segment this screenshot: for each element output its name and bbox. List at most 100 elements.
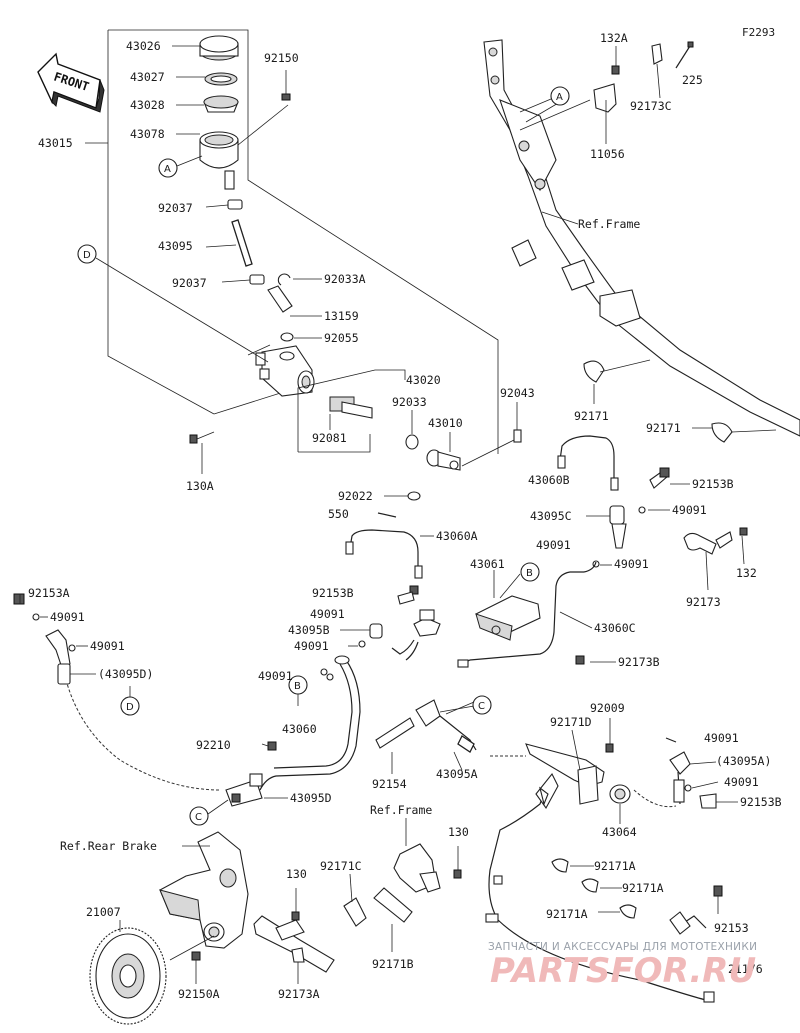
brake-pipe-43060A: [345, 529, 434, 579]
label-92153B-upper[interactable]: 92153B: [692, 477, 734, 491]
label-92171D[interactable]: 92171D: [550, 715, 592, 729]
brake-pipe-43060B: [557, 435, 619, 491]
label-43026[interactable]: 43026: [126, 39, 161, 53]
piston-kit-43020: [297, 369, 406, 453]
label-43095A-ref[interactable]: (43095A): [716, 754, 771, 768]
label-92173A[interactable]: 92173A: [278, 987, 320, 1001]
label-130A[interactable]: 130A: [186, 479, 214, 493]
label-49091-tl2[interactable]: 49091: [90, 639, 125, 653]
label-49091-r2[interactable]: 49091: [536, 538, 571, 552]
label-92009[interactable]: 92009: [590, 701, 625, 715]
label-43060B[interactable]: 43060B: [528, 473, 570, 487]
label-43095D-ref[interactable]: (43095D): [98, 667, 153, 681]
label-49091-r3[interactable]: 49091: [614, 557, 649, 571]
clamp-lower: [221, 274, 265, 285]
label-92153B-rear[interactable]: 92153B: [740, 795, 782, 809]
label-ref-frame-top[interactable]: Ref.Frame: [578, 217, 640, 231]
callout-d-top-label: D: [83, 250, 91, 261]
connector-13159: [267, 285, 322, 317]
label-49091-mid2[interactable]: 49091: [294, 639, 329, 653]
label-132A[interactable]: 132A: [600, 31, 628, 45]
label-92153[interactable]: 92153: [714, 921, 749, 935]
label-43095C[interactable]: 43095C: [530, 509, 572, 523]
label-49091-rr1[interactable]: 49091: [704, 731, 739, 745]
push-rod-43010: [426, 432, 461, 471]
label-43095A[interactable]: 43095A: [436, 767, 478, 781]
label-43095[interactable]: 43095: [158, 239, 193, 253]
label-550[interactable]: 550: [328, 507, 349, 521]
label-43095D[interactable]: 43095D: [290, 791, 332, 805]
label-92173[interactable]: 92173: [686, 595, 721, 609]
label-92154[interactable]: 92154: [372, 777, 407, 791]
bolt-130-rear: [291, 888, 300, 921]
label-92171C[interactable]: 92171C: [320, 859, 362, 873]
diaphragm-plate-part: [176, 72, 238, 86]
label-130-lower[interactable]: 130: [448, 825, 469, 839]
label-49091-left[interactable]: 49091: [258, 669, 293, 683]
label-43064[interactable]: 43064: [602, 825, 637, 839]
label-92055[interactable]: 92055: [324, 331, 359, 345]
label-92022[interactable]: 92022: [338, 489, 373, 503]
washers-49091-left: [320, 668, 334, 681]
label-43060C[interactable]: 43060C: [594, 621, 636, 635]
label-92150A[interactable]: 92150A: [178, 987, 220, 1001]
label-225[interactable]: 225: [682, 73, 703, 87]
clamp-upper: [205, 199, 243, 210]
label-43010[interactable]: 43010: [428, 416, 463, 430]
label-92153B-mid[interactable]: 92153B: [312, 586, 354, 600]
label-43060[interactable]: 43060: [282, 722, 317, 736]
label-92033[interactable]: 92033: [392, 395, 427, 409]
label-43060A[interactable]: 43060A: [436, 529, 478, 543]
callout-d-bottom-label: D: [126, 702, 134, 713]
label-92173C[interactable]: 92173C: [630, 99, 672, 113]
label-ref-rear-brake[interactable]: Ref.Rear Brake: [60, 839, 157, 853]
label-92173B[interactable]: 92173B: [618, 655, 660, 669]
callout-b-left-label: B: [294, 681, 301, 692]
bracket-92173: [683, 527, 748, 591]
label-13159[interactable]: 13159: [324, 309, 359, 323]
callout-c-left: [189, 806, 209, 826]
label-11056[interactable]: 11056: [590, 147, 625, 161]
label-92081[interactable]: 92081: [312, 431, 347, 445]
label-92043[interactable]: 92043: [500, 386, 535, 400]
callout-a-right: [550, 86, 570, 106]
label-92037-lower[interactable]: 92037: [172, 276, 207, 290]
label-92171-b[interactable]: 92171: [646, 421, 681, 435]
label-49091-r1[interactable]: 49091: [672, 503, 707, 517]
label-43015[interactable]: 43015: [38, 136, 73, 150]
label-92033A[interactable]: 92033A: [324, 272, 366, 286]
bolt-132A: [611, 46, 620, 75]
label-92171-a[interactable]: 92171: [574, 409, 609, 423]
callout-a-right-label: A: [556, 92, 563, 103]
clamp-92171-b: [692, 422, 777, 443]
label-92150[interactable]: 92150: [264, 51, 299, 65]
callout-d-top: [77, 244, 97, 264]
label-92210[interactable]: 92210: [196, 738, 231, 752]
label-49091-rr2[interactable]: 49091: [724, 775, 759, 789]
label-21176[interactable]: 21176: [728, 962, 763, 976]
label-21007[interactable]: 21007: [86, 905, 121, 919]
label-43027[interactable]: 43027: [130, 70, 165, 84]
label-ref-frame-lower[interactable]: Ref.Frame: [370, 803, 432, 817]
label-92153A[interactable]: 92153A: [28, 586, 70, 600]
label-92171A-3[interactable]: 92171A: [546, 907, 588, 921]
label-92171A-2[interactable]: 92171A: [622, 881, 664, 895]
label-43095B[interactable]: 43095B: [288, 623, 330, 637]
label-43061[interactable]: 43061: [470, 557, 505, 571]
label-132[interactable]: 132: [736, 566, 757, 580]
label-130-rear[interactable]: 130: [286, 867, 307, 881]
label-49091-tl1[interactable]: 49091: [50, 610, 85, 624]
label-49091-mid1[interactable]: 49091: [310, 607, 345, 621]
reservoir-hose: [205, 219, 253, 267]
label-92171A-1[interactable]: 92171A: [594, 859, 636, 873]
callout-c-right-label: C: [478, 701, 485, 712]
brake-disc-21007: [89, 920, 167, 1025]
label-92171B[interactable]: 92171B: [372, 957, 414, 971]
label-43020[interactable]: 43020: [406, 373, 441, 387]
clamp-92171C: [343, 873, 367, 927]
label-43028[interactable]: 43028: [130, 98, 165, 112]
label-92037-upper[interactable]: 92037: [158, 201, 193, 215]
label-43078[interactable]: 43078: [130, 127, 165, 141]
